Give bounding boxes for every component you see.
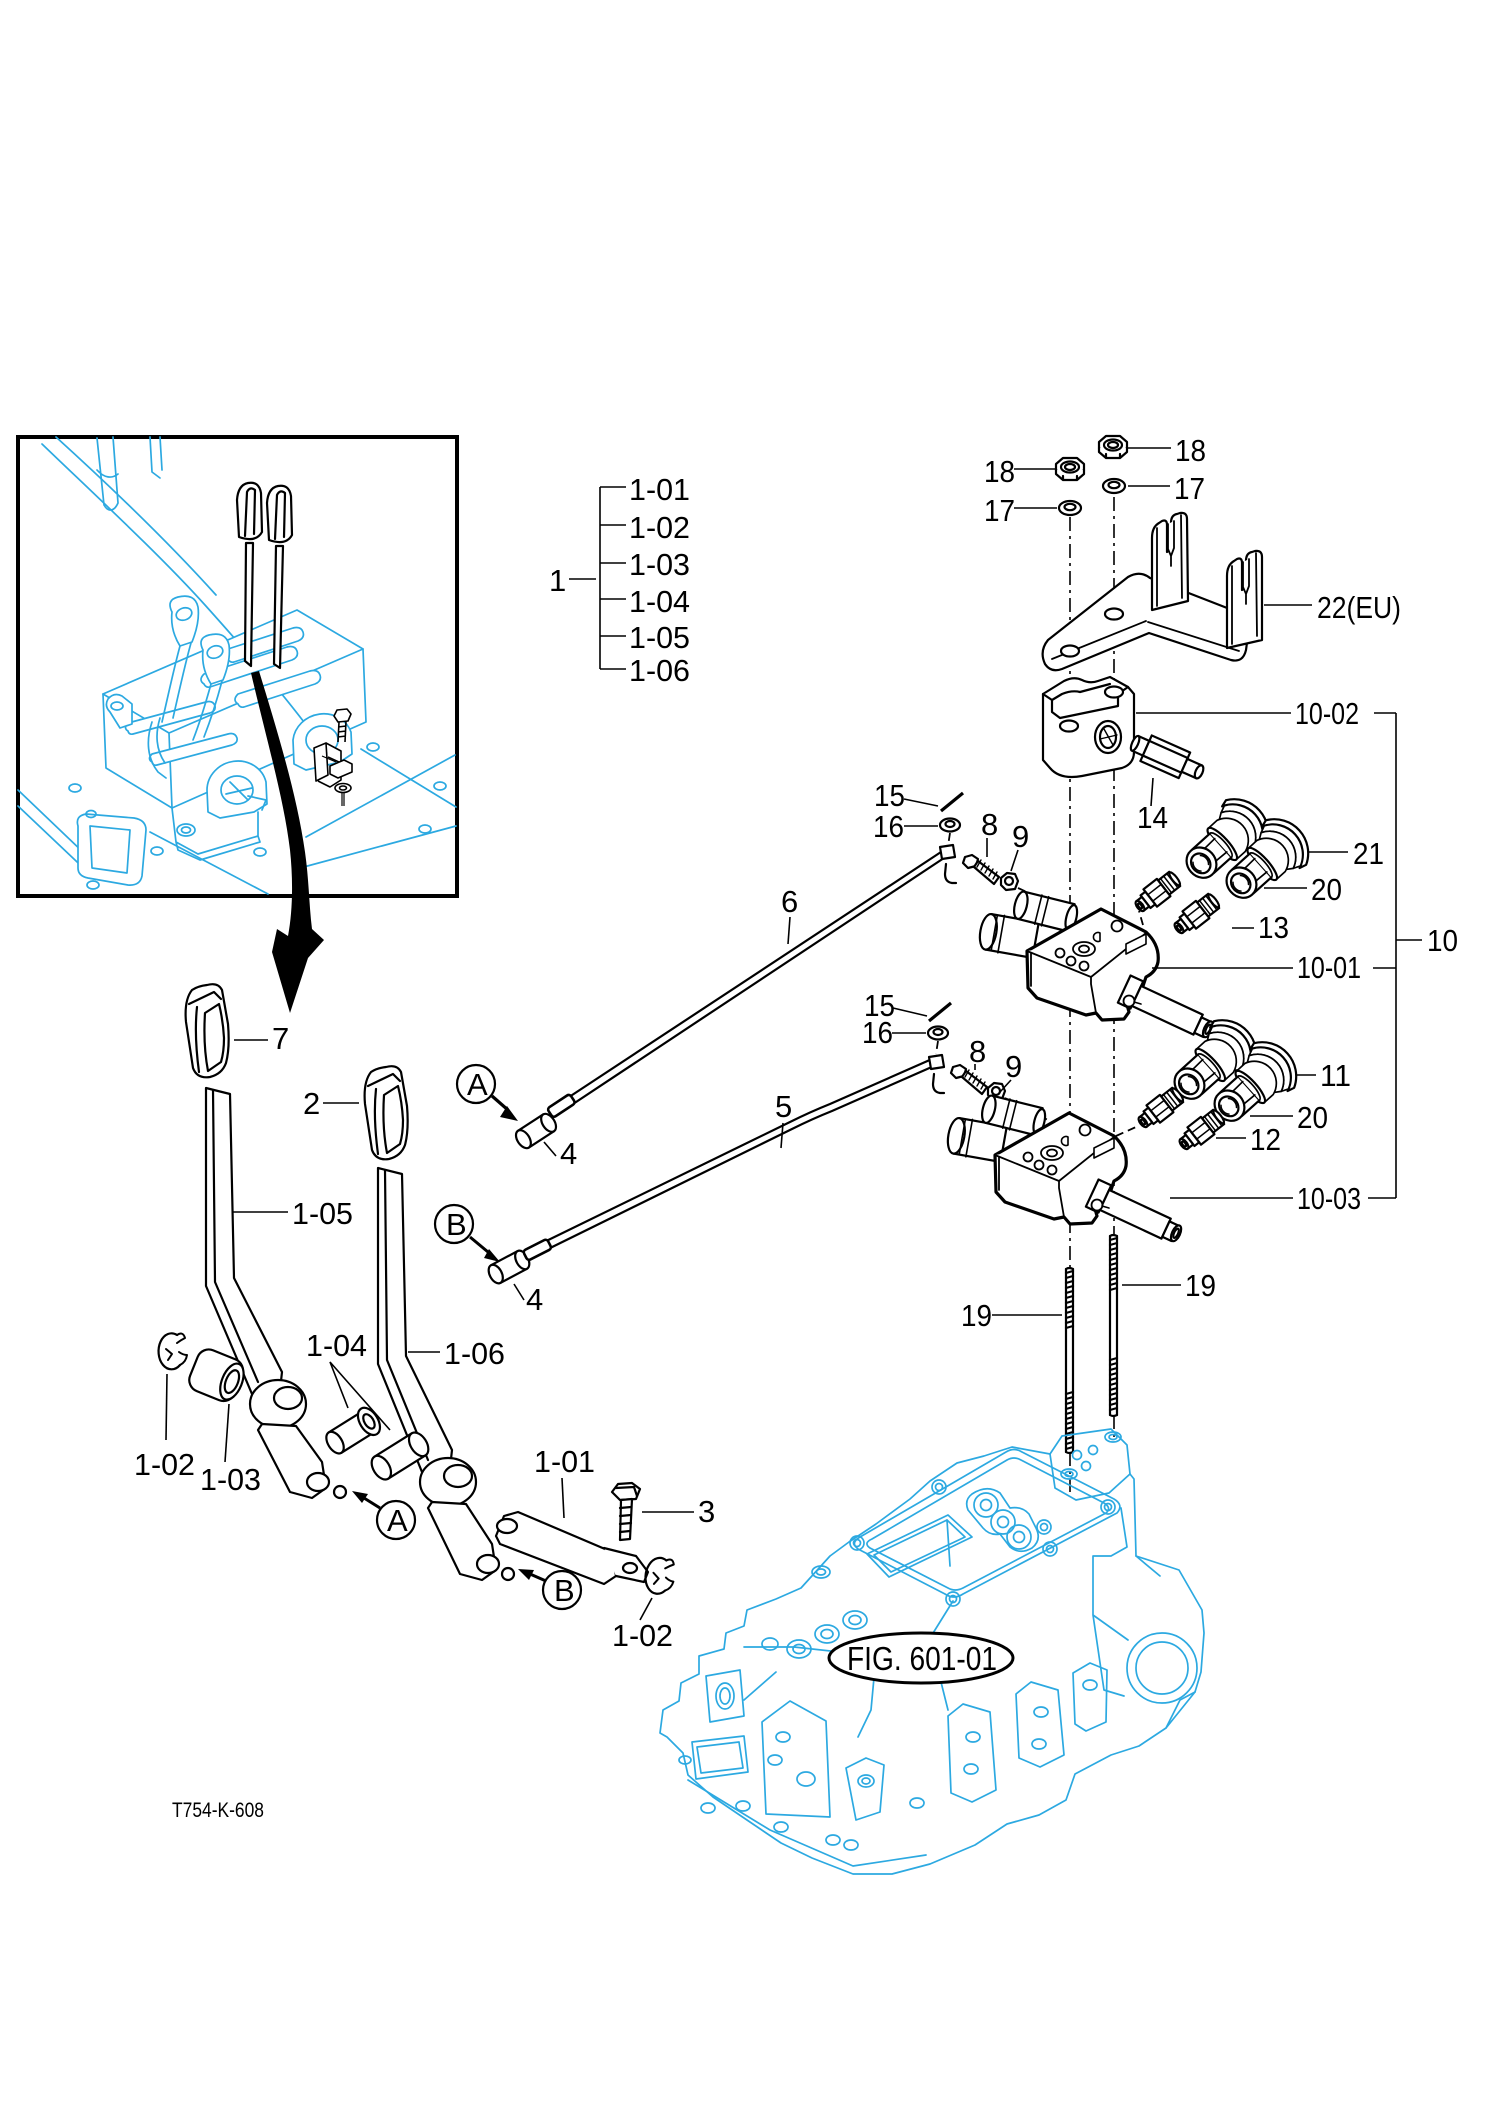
svg-text:10-02: 10-02 [1295, 696, 1359, 731]
svg-text:17: 17 [1174, 471, 1205, 506]
svg-text:22(EU): 22(EU) [1317, 590, 1401, 625]
svg-text:9: 9 [1005, 1049, 1022, 1084]
svg-text:5: 5 [775, 1089, 792, 1124]
svg-text:13: 13 [1258, 910, 1289, 945]
svg-text:16: 16 [873, 809, 904, 844]
svg-text:10: 10 [1427, 923, 1458, 958]
svg-text:1: 1 [549, 563, 566, 598]
svg-text:19: 19 [1185, 1268, 1216, 1303]
svg-text:16: 16 [862, 1015, 893, 1050]
svg-text:4: 4 [560, 1136, 577, 1171]
svg-text:1-03: 1-03 [200, 1462, 261, 1497]
svg-text:18: 18 [984, 454, 1015, 489]
svg-text:2: 2 [303, 1086, 320, 1121]
svg-text:10-01: 10-01 [1297, 950, 1361, 985]
svg-text:8: 8 [969, 1034, 986, 1069]
svg-text:B: B [554, 1573, 575, 1608]
svg-text:1-04: 1-04 [306, 1328, 367, 1363]
svg-text:1-02: 1-02 [629, 510, 690, 545]
svg-text:1-03: 1-03 [629, 547, 690, 582]
svg-text:11: 11 [1320, 1058, 1351, 1093]
svg-text:17: 17 [984, 493, 1015, 528]
svg-text:10-03: 10-03 [1297, 1181, 1361, 1216]
svg-text:4: 4 [526, 1282, 543, 1317]
svg-text:19: 19 [961, 1298, 992, 1333]
svg-text:1-06: 1-06 [444, 1336, 505, 1371]
svg-text:FIG. 601-01: FIG. 601-01 [847, 1640, 997, 1677]
svg-text:1-04: 1-04 [629, 584, 690, 619]
svg-text:1-06: 1-06 [629, 653, 690, 688]
svg-text:7: 7 [272, 1021, 289, 1056]
svg-text:1-01: 1-01 [534, 1444, 595, 1479]
svg-text:20: 20 [1311, 872, 1342, 907]
svg-text:15: 15 [874, 778, 905, 813]
svg-text:1-01: 1-01 [629, 472, 690, 507]
svg-text:1-05: 1-05 [292, 1196, 353, 1231]
svg-text:A: A [387, 1503, 408, 1538]
svg-text:9: 9 [1012, 819, 1029, 854]
svg-text:A: A [467, 1067, 488, 1102]
svg-text:T754-K-608: T754-K-608 [172, 1799, 264, 1822]
svg-text:21: 21 [1353, 836, 1384, 871]
svg-text:15: 15 [864, 988, 895, 1023]
svg-text:3: 3 [698, 1494, 715, 1529]
svg-text:6: 6 [781, 884, 798, 919]
svg-text:14: 14 [1137, 800, 1168, 835]
svg-text:8: 8 [981, 807, 998, 842]
svg-text:1-02: 1-02 [134, 1447, 195, 1482]
svg-text:1-05: 1-05 [629, 620, 690, 655]
svg-text:B: B [446, 1207, 467, 1242]
svg-text:12: 12 [1250, 1122, 1281, 1157]
svg-text:1-02: 1-02 [612, 1618, 673, 1653]
svg-text:20: 20 [1297, 1100, 1328, 1135]
svg-text:18: 18 [1175, 433, 1206, 468]
